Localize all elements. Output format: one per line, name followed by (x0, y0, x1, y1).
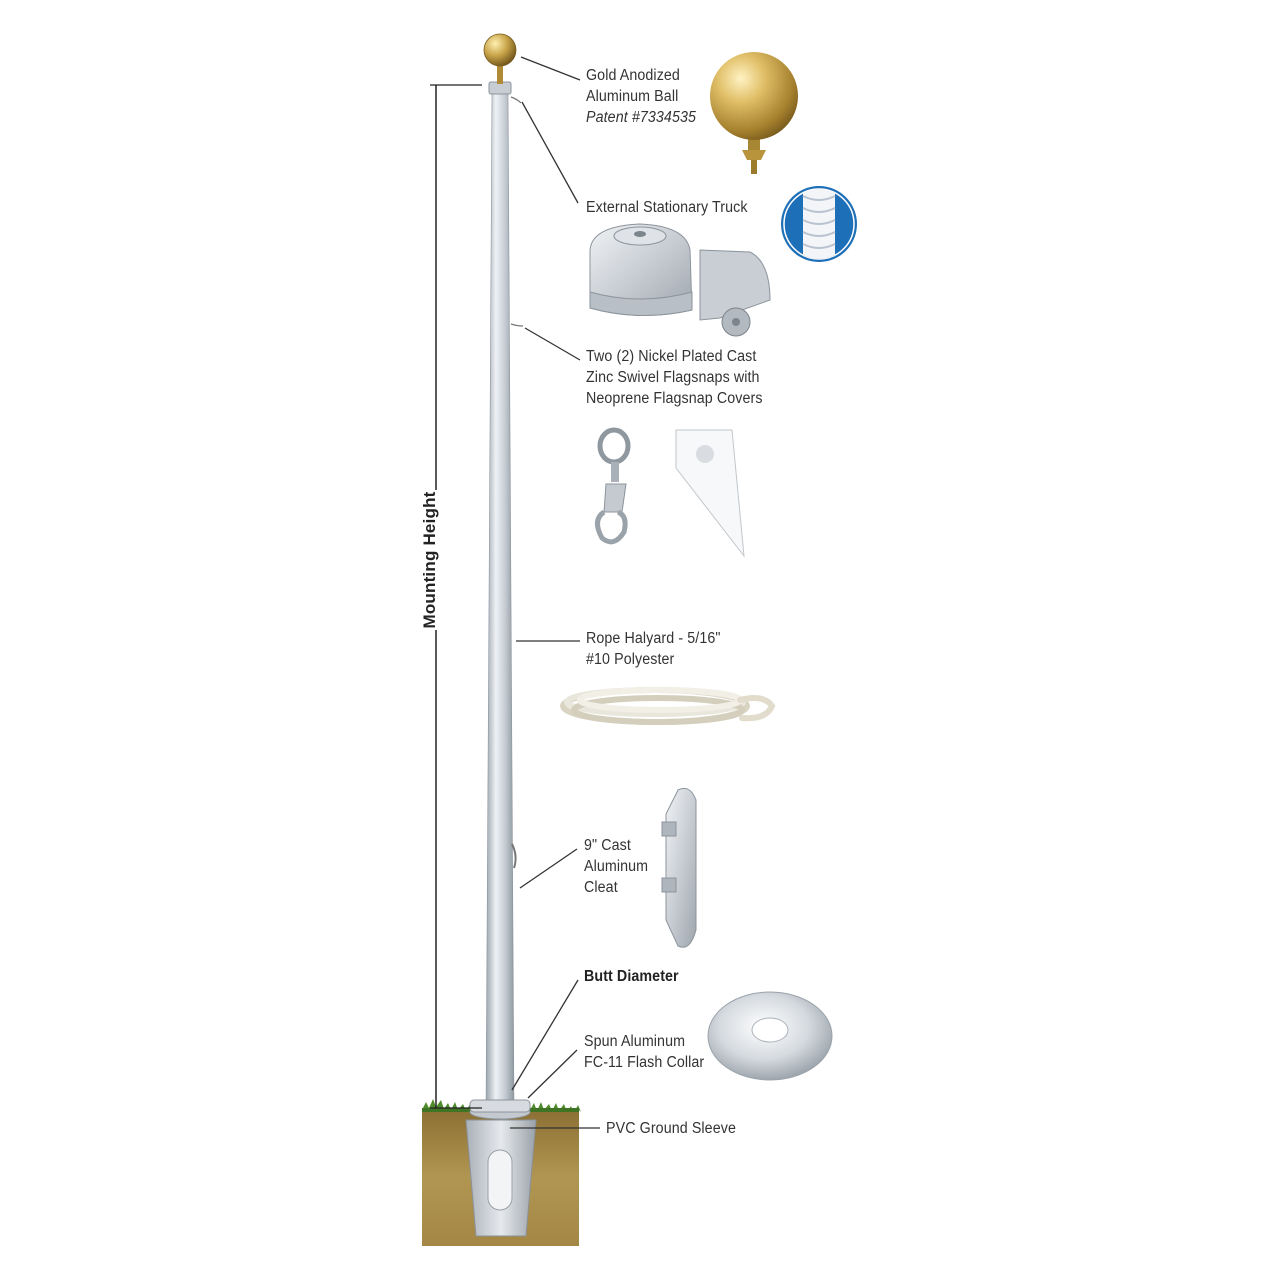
sleeve-label: PVC Ground Sleeve (606, 1120, 736, 1137)
flagsnaps-label-line3: Neoprene Flagsnap Covers (586, 390, 763, 407)
cleat-icon (661, 787, 697, 948)
flagsnaps-label: Two (2) Nickel Plated Cast Zinc Swivel F… (586, 346, 763, 409)
swivel-snap-icon (595, 427, 631, 545)
flagsnaps-label-line1: Two (2) Nickel Plated Cast (586, 348, 757, 365)
truck-icon (589, 223, 771, 337)
flash-collar-icon (707, 991, 833, 1081)
pvc-ground-sleeve (465, 1119, 537, 1237)
collar-label-line1: Spun Aluminum (584, 1033, 686, 1050)
ball-label-line1: Gold Anodized (586, 67, 680, 84)
pole-ball-icon (483, 33, 517, 67)
patent-number: Patent #7334535 (586, 109, 697, 126)
leader-lines (510, 56, 600, 1129)
cleat-label-line3: Cleat (584, 879, 618, 896)
cleat-label: 9" Cast Aluminum Cleat (584, 835, 648, 898)
cleat-label-line1: 9" Cast (584, 837, 631, 854)
ball-label: Gold Anodized Aluminum Ball Patent #7334… (586, 65, 696, 128)
truck-label: External Stationary Truck (586, 199, 748, 216)
halyard-label-line2: #10 Polyester (586, 651, 675, 668)
grass-right (530, 1102, 581, 1113)
gold-ball-icon (710, 52, 798, 174)
mounting-height-dimension (424, 84, 482, 1109)
rope-crosssection-icon (781, 186, 857, 262)
collar-label: Spun Aluminum FC-11 Flash Collar (584, 1031, 704, 1073)
collar-label-line2: FC-11 Flash Collar (584, 1054, 705, 1071)
ball-label-line2: Aluminum Ball (586, 88, 679, 105)
halyard-label: Rope Halyard - 5/16" #10 Polyester (586, 628, 721, 670)
snap-cover-icon (675, 429, 745, 558)
flagpole (469, 91, 531, 1120)
mounting-height-label: Mounting Height (420, 491, 439, 629)
rope-coil-icon (560, 687, 776, 725)
butt-diameter-label: Butt Diameter (584, 968, 679, 985)
cleat-label-line2: Aluminum (584, 858, 649, 875)
pole-top (483, 33, 524, 869)
halyard-label-line1: Rope Halyard - 5/16" (586, 630, 721, 647)
flagsnaps-label-line2: Zinc Swivel Flagsnaps with (586, 369, 760, 386)
